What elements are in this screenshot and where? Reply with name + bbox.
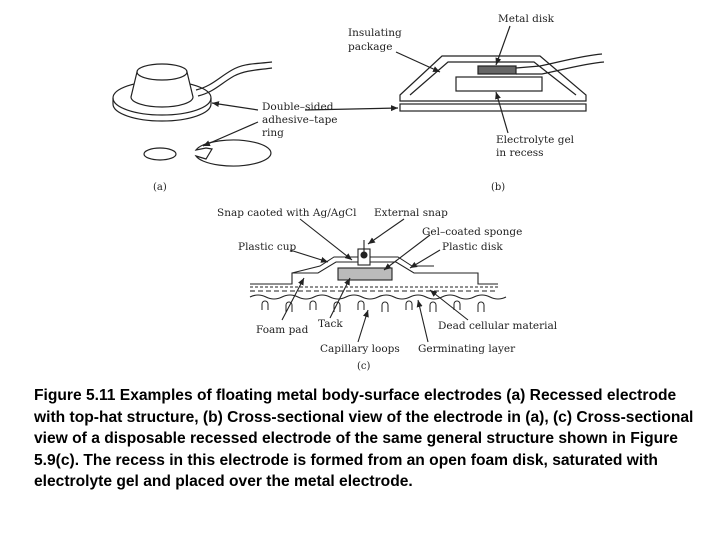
metal-disk [477,65,517,75]
germinating-layer [249,294,507,300]
arrow-to-external-snap [367,218,405,245]
arrow-to-dead-cellular [429,289,469,321]
arrow-to-foam-pad [281,277,305,321]
label-insulating-line1: Insulating [348,27,402,39]
figure-caption: Figure 5.11 Examples of floating metal b… [34,387,694,491]
label-external-snap: External snap [374,207,448,219]
gel-coated-sponge [337,267,393,281]
dead-cellular-layer [250,286,498,292]
arrow-to-gel [495,91,509,134]
electrolyte-gel-recess [455,76,543,92]
arrow-to-flange [211,101,259,111]
diagram-a [112,61,273,167]
arrow-to-plastic-disk [409,249,441,269]
external-snap [357,240,371,266]
label-double-sided-line2: adhesive–tape [262,114,338,126]
arrow-to-package [395,51,441,73]
label-tack: Tack [318,318,343,330]
arrow-to-metal-disk [495,25,511,66]
label-dead-cellular: Dead cellular material [438,320,558,332]
label-gel-line2: in recess [496,147,544,159]
arrow-to-ring [202,121,259,147]
label-foam-pad: Foam pad [256,324,309,336]
label-insulating-line2: package [348,41,392,53]
label-double-sided-line3: ring [262,127,284,139]
label-plastic-disk: Plastic disk [442,241,503,253]
arrow-to-capillary [357,309,369,343]
label-plastic-cup: Plastic cup [238,241,297,253]
label-gel-sponge: Gel–coated sponge [422,226,522,238]
label-metal-disk: Metal disk [498,13,555,25]
electrode-top-hat [130,63,194,108]
lead-wire [195,61,273,91]
arrow-to-tack [329,277,351,319]
label-capillary: Capillary loops [320,343,400,355]
label-snap-coated: Snap caoted with Ag/AgCl [217,207,357,219]
sublabel-a: (a) [153,182,167,193]
arrow-to-gel-sponge [383,234,431,271]
sublabel-c: (c) [357,361,371,372]
label-gel-line1: Electrolyte gel [496,134,575,146]
capillary-loops [261,300,485,312]
adhesive-tape-ring [143,139,272,167]
arrow-to-germinating [416,299,429,343]
diagram-b [304,25,605,134]
electrode-figure: Double–sided adhesive–tape ring (a) Insu… [112,13,605,372]
arrow-to-adhesive [304,105,399,112]
label-germinating: Germinating layer [418,343,516,355]
lead-wire-b [515,53,603,69]
label-double-sided-line1: Double–sided [262,101,334,113]
adhesive-layer-b [399,103,587,112]
sublabel-b: (b) [491,182,505,193]
diagram-c [249,218,507,343]
arrow-to-plastic-cup [289,249,329,263]
arrow-to-snap-coated [299,218,353,261]
